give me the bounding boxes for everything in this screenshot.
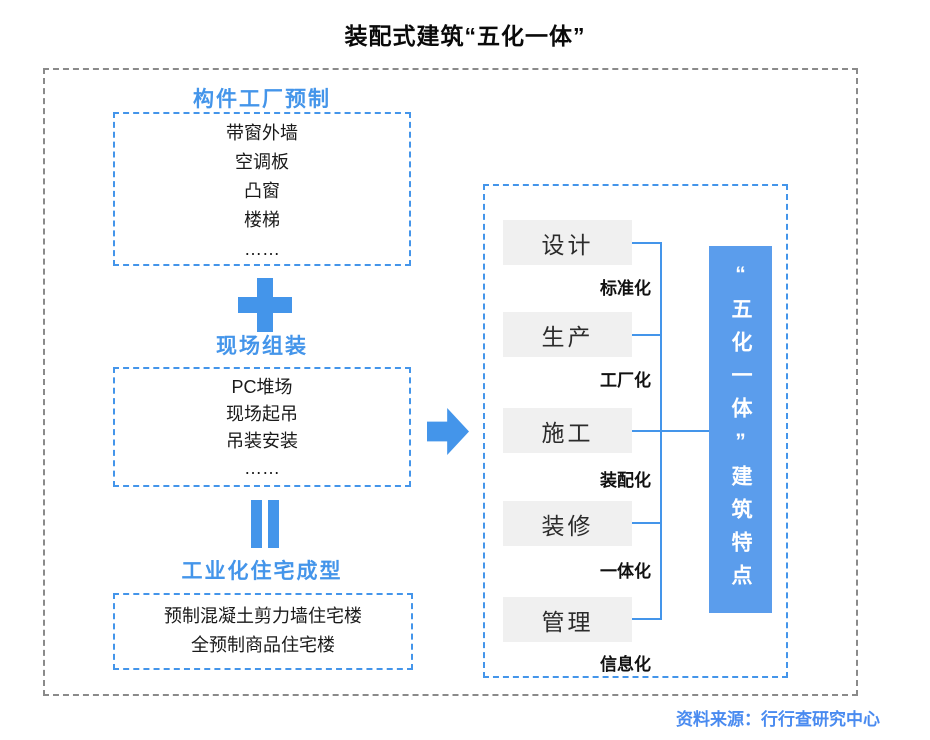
stage-box-production: 生产 bbox=[503, 312, 632, 357]
stage-box-decoration: 装修 bbox=[503, 501, 632, 546]
list-item: 楼梯 bbox=[244, 210, 280, 230]
list-item: 预制混凝土剪力墙住宅楼 bbox=[164, 606, 362, 626]
connector-line bbox=[632, 430, 662, 432]
source-credit: 资料来源：行行查研究中心 bbox=[676, 710, 880, 729]
plus-icon bbox=[238, 278, 292, 332]
mode-label-information: 信息化 bbox=[600, 655, 651, 674]
mode-label-assembly: 装配化 bbox=[600, 471, 651, 490]
industrialized-housing-box: 预制混凝土剪力墙住宅楼 全预制商品住宅楼 bbox=[113, 593, 413, 670]
mode-label-factory: 工厂化 bbox=[600, 371, 651, 390]
outer-dashed-frame bbox=[43, 68, 858, 696]
ellipsis-item: …… bbox=[244, 458, 280, 478]
list-item: 全预制商品住宅楼 bbox=[191, 635, 335, 655]
connector-to-result-line bbox=[662, 430, 709, 432]
stage-box-management: 管理 bbox=[503, 597, 632, 642]
ellipsis-item: …… bbox=[244, 239, 280, 259]
section-header-factory-prefab: 构件工厂预制 bbox=[193, 88, 331, 111]
factory-prefab-box: 带窗外墙 空调板 凸窗 楼梯 …… bbox=[113, 112, 411, 266]
stage-box-design: 设计 bbox=[503, 220, 632, 265]
onsite-assembly-box: PC堆场 现场起吊 吊装安装 …… bbox=[113, 367, 411, 487]
result-box: “五化一体”建筑特点 bbox=[709, 246, 772, 613]
mode-label-standardization: 标准化 bbox=[600, 279, 651, 298]
connector-line bbox=[632, 242, 662, 244]
connector-line bbox=[632, 334, 662, 336]
connector-line bbox=[632, 618, 662, 620]
page-title: 装配式建筑“五化一体” bbox=[344, 23, 586, 49]
list-item: 空调板 bbox=[235, 152, 289, 172]
equals-icon bbox=[251, 500, 279, 548]
result-vertical-text: “五化一体”建筑特点 bbox=[729, 262, 752, 597]
section-header-industrialized-housing: 工业化住宅成型 bbox=[181, 560, 343, 583]
list-item: 带窗外墙 bbox=[226, 123, 298, 143]
list-item: 吊装安装 bbox=[226, 431, 298, 451]
section-header-onsite-assembly: 现场组装 bbox=[216, 335, 308, 358]
mode-label-integration: 一体化 bbox=[600, 562, 651, 581]
stage-box-construction: 施工 bbox=[503, 408, 632, 453]
list-item: PC堆场 bbox=[231, 377, 293, 397]
right-dashed-frame bbox=[483, 184, 788, 678]
list-item: 凸窗 bbox=[244, 181, 280, 201]
list-item: 现场起吊 bbox=[226, 404, 298, 424]
connector-vertical-line bbox=[660, 242, 662, 620]
connector-line bbox=[632, 522, 662, 524]
